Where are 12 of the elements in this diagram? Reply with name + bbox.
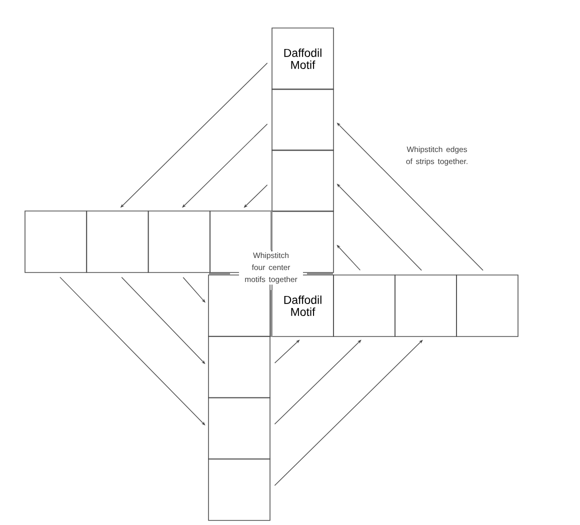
motif-square <box>272 88 334 151</box>
motif-square <box>272 150 334 212</box>
motif-square: Daffodil Motif <box>272 28 334 90</box>
motif-square <box>208 336 270 398</box>
motif-square <box>456 274 518 337</box>
motif-square <box>208 397 270 460</box>
motif-square <box>148 210 210 273</box>
motif-square <box>86 210 149 273</box>
motif-square <box>208 458 270 521</box>
motif-square <box>333 274 396 337</box>
motif-square <box>24 210 87 273</box>
motif-square <box>394 274 457 337</box>
